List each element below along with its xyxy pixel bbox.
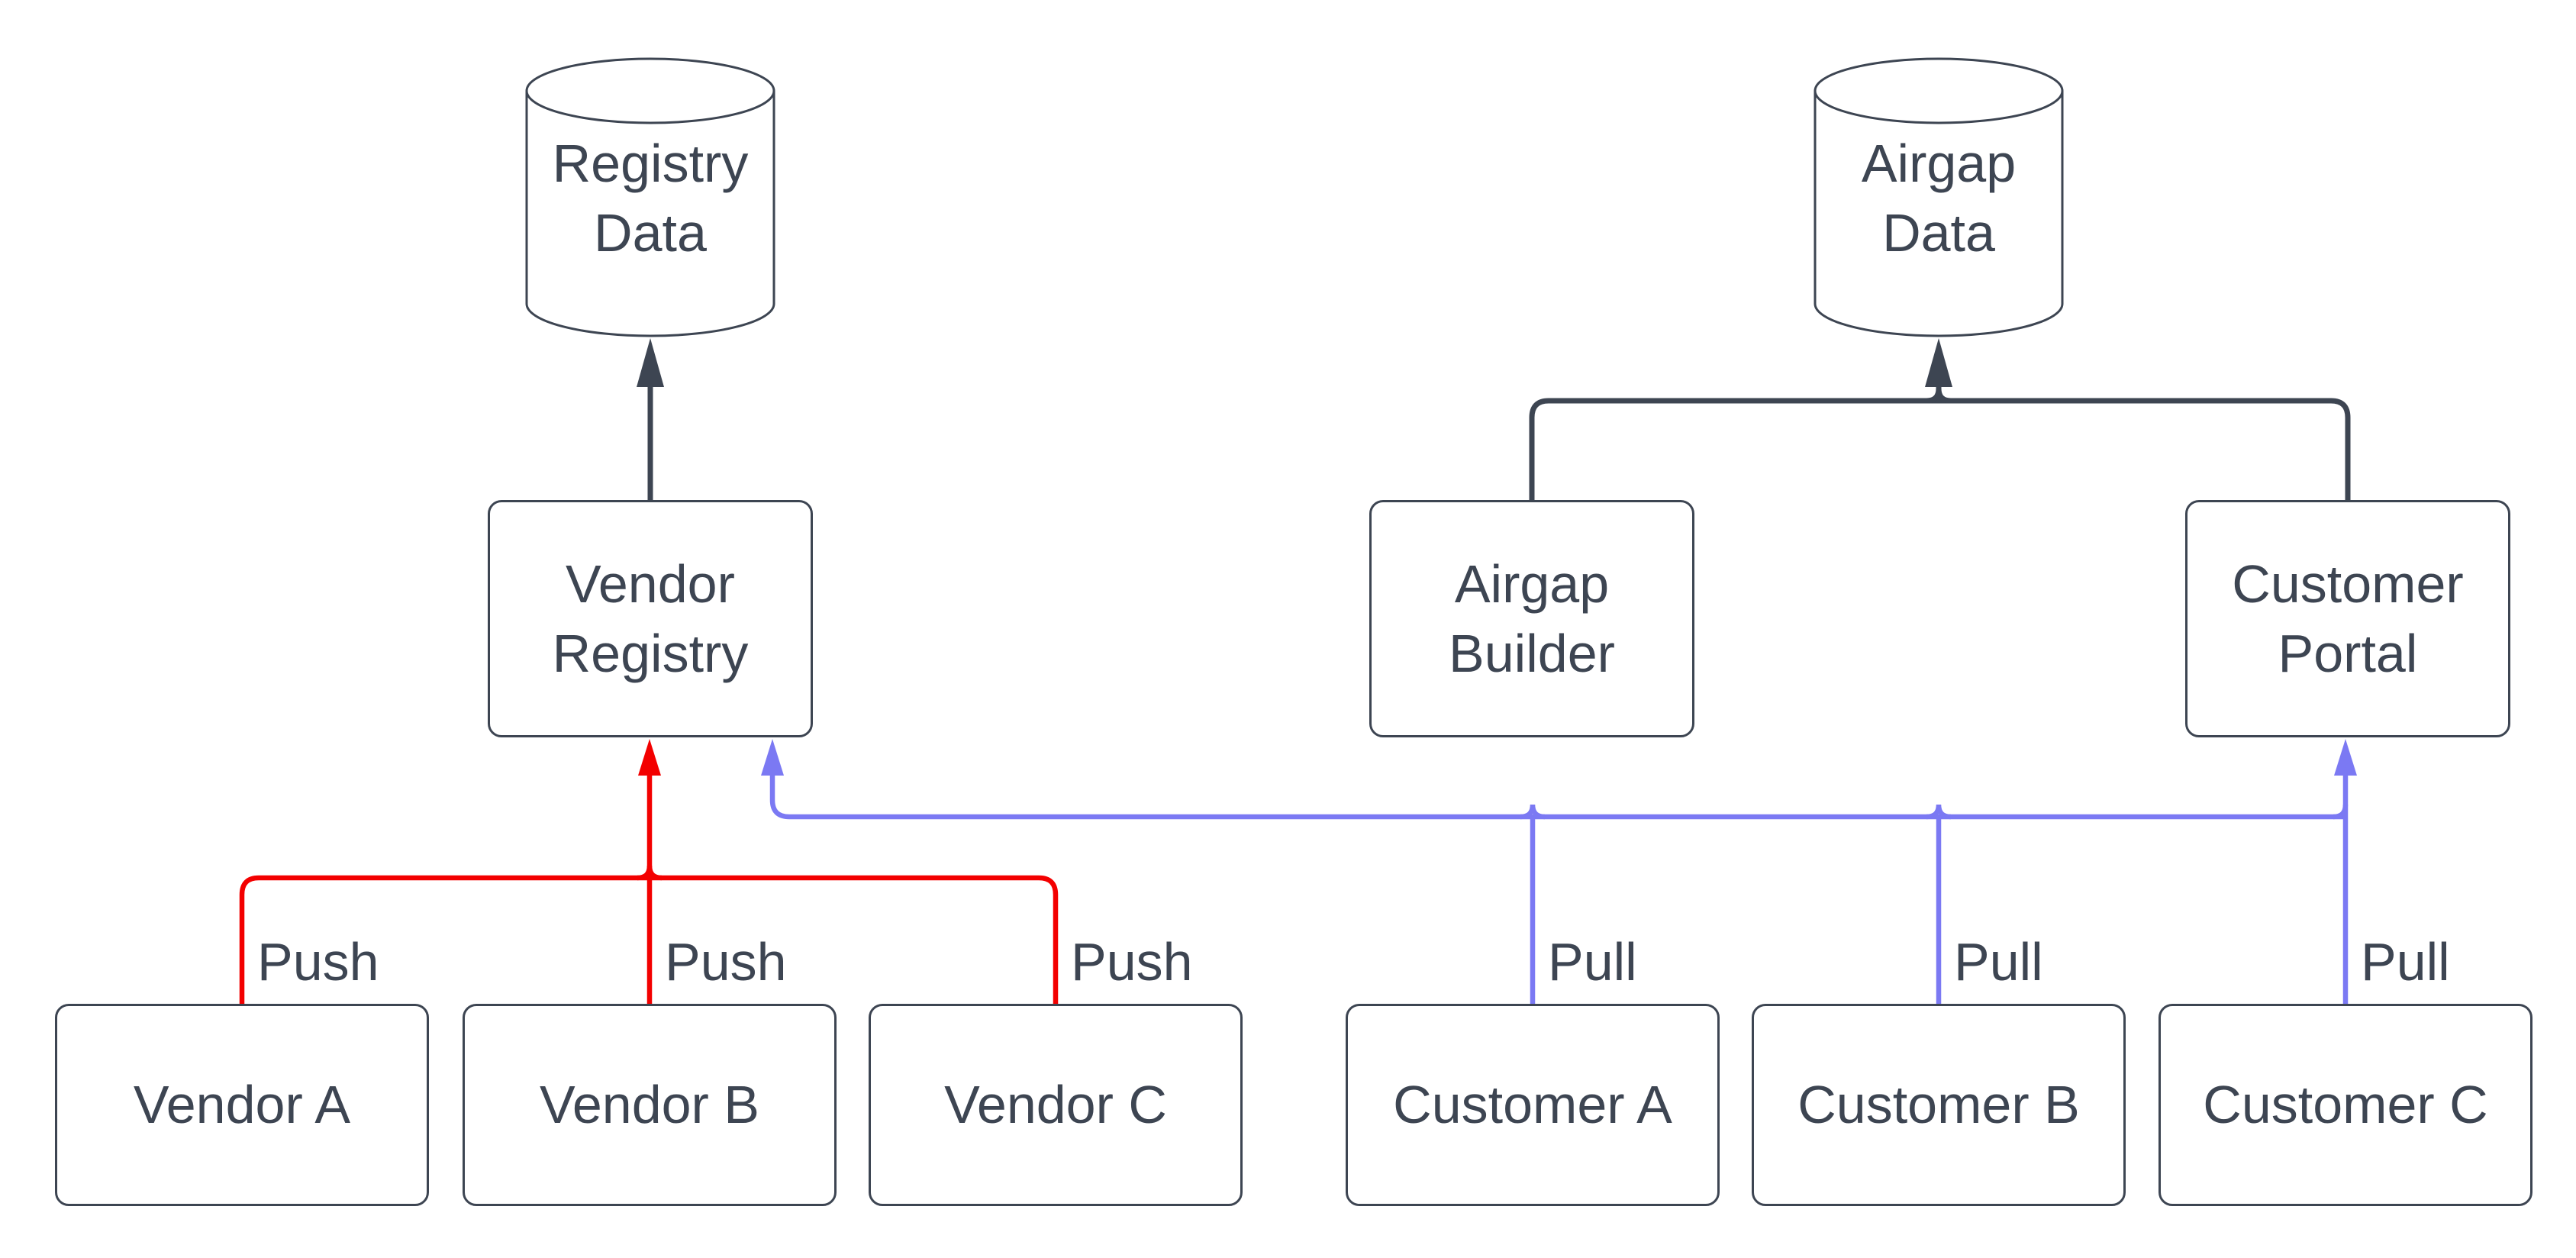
node-label: Vendor A bbox=[133, 1075, 351, 1134]
node-vendor-a: Vendor A bbox=[55, 1004, 429, 1206]
edge-airgap-builder-customer-portal-bus bbox=[1529, 398, 2351, 500]
arrowhead-vendor-registry-push bbox=[638, 739, 661, 776]
airgap-data-text: Airgap Data bbox=[1861, 134, 2017, 263]
edge-label-pull-customer-c: Pull bbox=[2361, 932, 2450, 992]
cylinder-body bbox=[1814, 91, 2064, 337]
airgap-data-cylinder bbox=[1814, 57, 2064, 337]
cylinder-top bbox=[525, 57, 775, 124]
red-edges bbox=[239, 739, 1059, 1004]
node-vendor-c: Vendor C bbox=[869, 1004, 1243, 1206]
node-label: Customer A bbox=[1393, 1075, 1672, 1134]
junction-fillet-red bbox=[637, 865, 663, 881]
arrowhead-vendor-registry-pull bbox=[761, 739, 784, 776]
node-customer-b: Customer B bbox=[1752, 1004, 2126, 1206]
edge-label-pull-customer-b: Pull bbox=[1954, 932, 2043, 992]
node-customer-a: Customer A bbox=[1346, 1004, 1720, 1206]
edge-label-push-vendor-c: Push bbox=[1071, 932, 1193, 992]
node-label: Vendor C bbox=[944, 1075, 1167, 1134]
node-label: Airgap Builder bbox=[1449, 553, 1615, 683]
node-customer-c: Customer C bbox=[2158, 1004, 2532, 1206]
arrowhead-airgap-data bbox=[1925, 338, 1952, 387]
edge-label-push-vendor-b: Push bbox=[665, 932, 787, 992]
node-airgap-data-label: Airgap Data bbox=[1815, 95, 2062, 302]
edge-pull-bus bbox=[769, 776, 2345, 820]
node-vendor-registry: Vendor Registry bbox=[488, 500, 813, 737]
edge-label-push-vendor-a: Push bbox=[257, 932, 379, 992]
node-label: Customer B bbox=[1797, 1075, 2080, 1134]
junction-fillet-blue-b bbox=[1926, 804, 1952, 820]
junction-fillet-dark bbox=[1926, 388, 1952, 404]
arrowhead-registry-data bbox=[637, 338, 664, 387]
node-customer-portal: Customer Portal bbox=[2185, 500, 2510, 737]
node-registry-data-label: Registry Data bbox=[527, 95, 774, 302]
junction-fillet-blue-c bbox=[2333, 804, 2349, 820]
registry-data-cylinder bbox=[525, 57, 775, 337]
node-vendor-b: Vendor B bbox=[463, 1004, 837, 1206]
node-label: Vendor Registry bbox=[552, 553, 749, 683]
node-airgap-builder: Airgap Builder bbox=[1369, 500, 1694, 737]
node-label: Vendor B bbox=[540, 1075, 759, 1134]
arrowhead-customer-portal-pull bbox=[2334, 739, 2357, 776]
registry-data-text: Registry Data bbox=[552, 134, 749, 263]
junction-fillet-blue-a bbox=[1520, 804, 1546, 820]
node-label: Customer C bbox=[2203, 1075, 2488, 1134]
cylinder-top bbox=[1814, 57, 2064, 124]
dark-edges bbox=[637, 338, 2351, 500]
edge-label-pull-customer-a: Pull bbox=[1548, 932, 1637, 992]
cylinder-body bbox=[525, 91, 775, 337]
blue-edges bbox=[761, 739, 2357, 1004]
node-label: Customer Portal bbox=[2232, 553, 2464, 683]
